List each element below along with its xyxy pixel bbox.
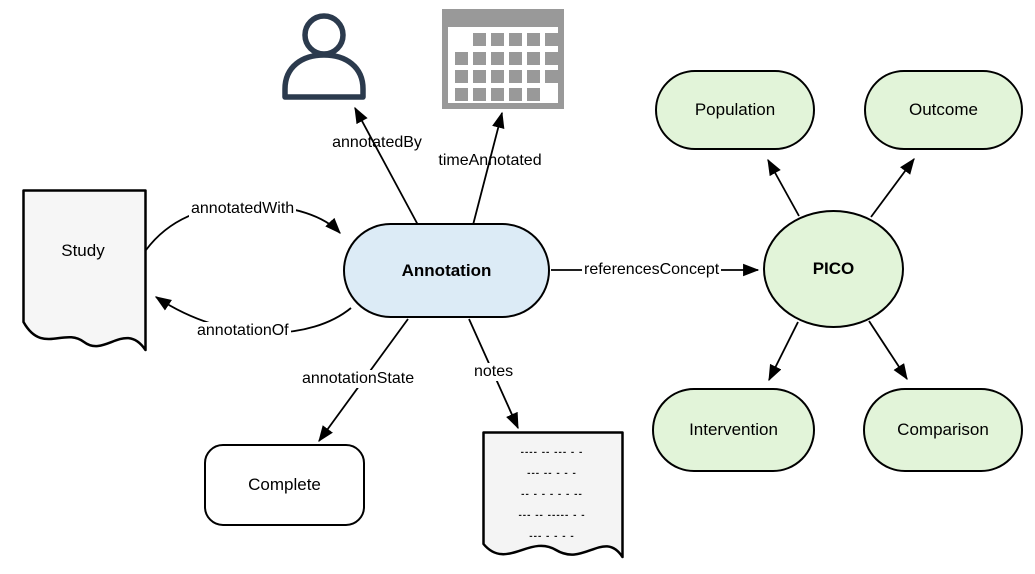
notes-line: ---- -- --- - - [520, 447, 584, 458]
population-node: Population [655, 70, 815, 150]
edge-label-referencesconcept: referencesConcept [582, 261, 722, 280]
edge-label-notes: notes [472, 363, 516, 382]
population-node-label: Population [694, 100, 776, 119]
study-node-label: Study [61, 241, 105, 260]
intervention-node: Intervention [652, 388, 815, 472]
notes-line: --- -- ----- - - [518, 510, 586, 521]
edge-label-annotatedby: annotatedBy [332, 134, 422, 151]
pico-node: PICO [763, 210, 904, 328]
edge-timeannotated-line [472, 111, 505, 226]
comparison-node-label: Comparison [897, 420, 989, 439]
edge-label-annotationof: annotationOf [195, 322, 291, 341]
edge-label-timeannotated: timeAnnotated [438, 152, 542, 169]
notes-line: --- -- - - - [527, 468, 577, 479]
pico-node-label: PICO [812, 259, 855, 278]
edge-label-annotatedwith: annotatedWith [189, 200, 297, 219]
annotation-node-label: Annotation [401, 260, 492, 280]
outcome-node: Outcome [864, 70, 1023, 150]
study-document-shape [22, 189, 147, 352]
edge-annotatedby-line [354, 106, 419, 226]
edge-pico-population-line [767, 158, 800, 217]
intervention-node-label: Intervention [689, 420, 778, 439]
edge-pico-outcome-line [870, 157, 915, 218]
comparison-node: Comparison [863, 388, 1023, 472]
outcome-node-label: Outcome [909, 100, 978, 119]
edge-label-annotationstate: annotationState [300, 370, 417, 389]
complete-node-label: Complete [248, 475, 321, 494]
person-icon [282, 13, 366, 100]
notes-document-text: ---- -- --- - - --- -- - - - -- - - - - … [490, 442, 614, 547]
notes-document-shape [482, 431, 624, 559]
notes-line: --- - - - - [529, 531, 575, 542]
annotation-node: Annotation [343, 223, 550, 318]
edge-pico-comparison-line [868, 320, 908, 381]
notes-line: -- - - - - - -- [521, 489, 583, 500]
calendar-icon [442, 9, 564, 109]
edge-pico-intervention-line [768, 321, 799, 382]
complete-node: Complete [204, 444, 365, 526]
